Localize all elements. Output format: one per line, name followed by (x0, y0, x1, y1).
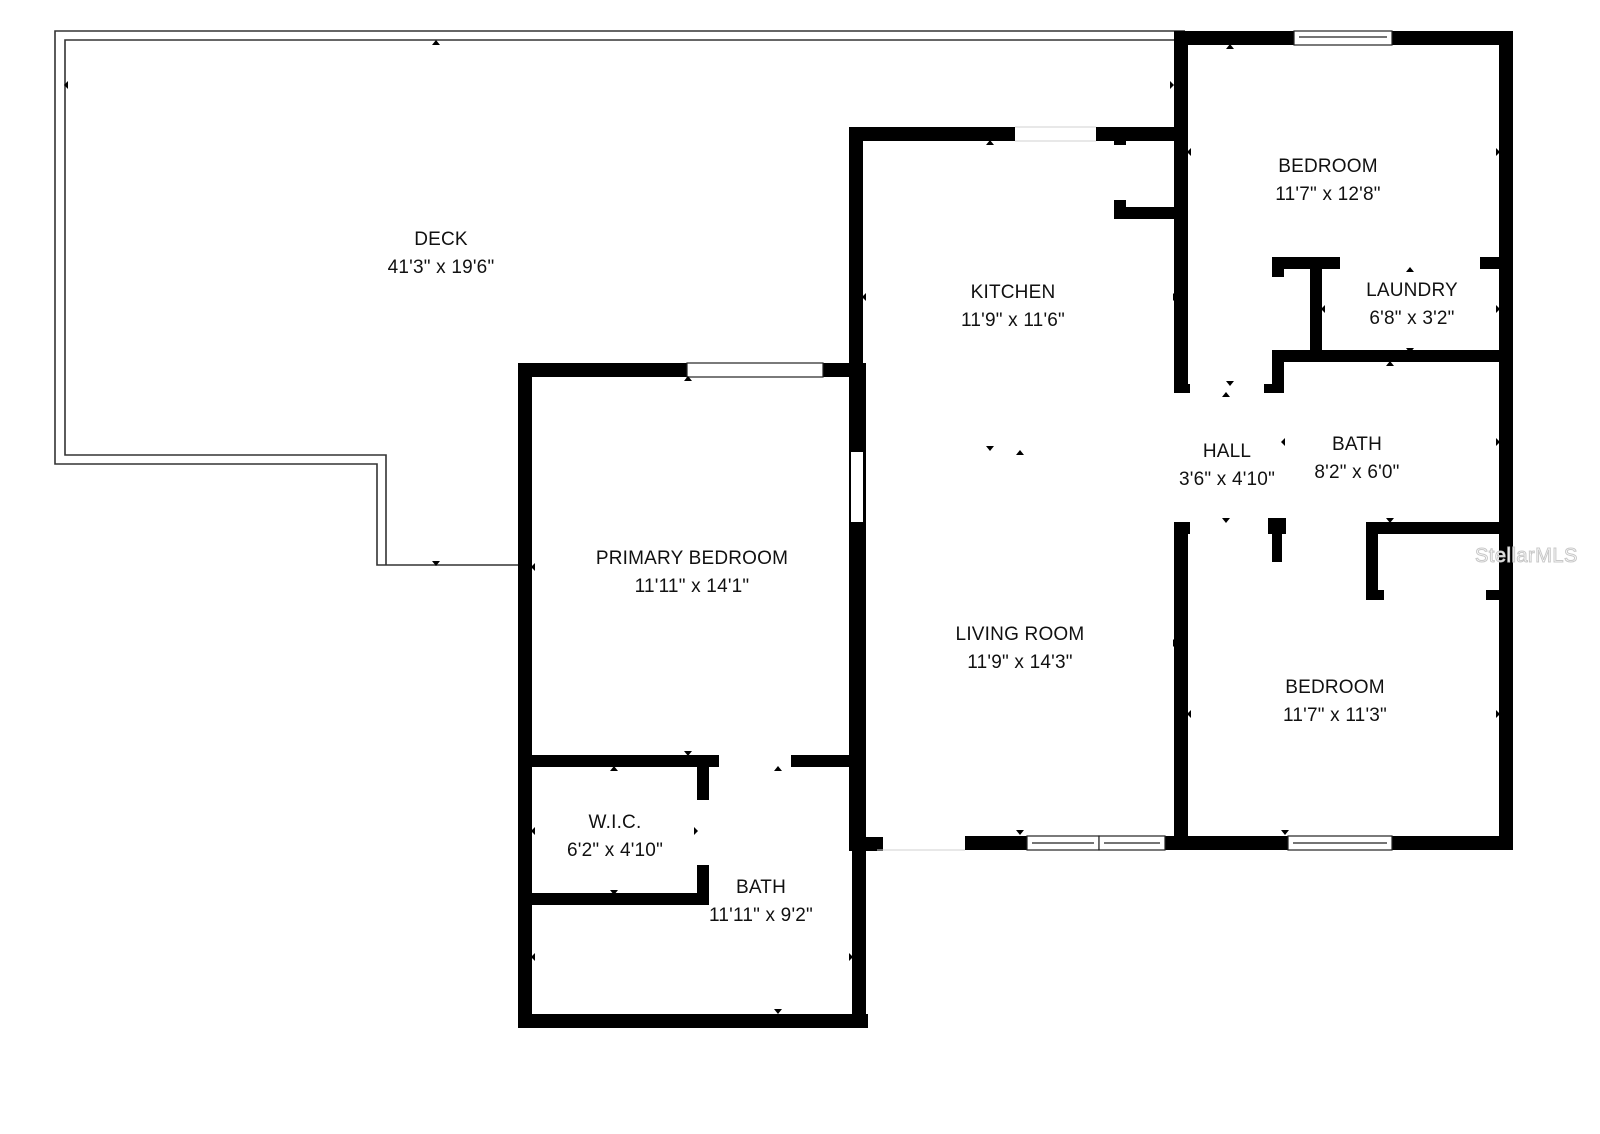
room-kitchen: KITCHEN 11'9" x 11'6" (961, 279, 1065, 335)
room-name: BEDROOM (1278, 156, 1378, 177)
room-bath-2: BATH 11'11" x 9'2" (709, 874, 813, 930)
room-name: W.I.C. (588, 812, 642, 833)
room-name: DECK (414, 229, 468, 250)
room-wic: W.I.C. 6'2" x 4'10" (567, 809, 663, 865)
room-name: HALL (1202, 441, 1252, 462)
room-bedroom-1: BEDROOM 11'7" x 12'8" (1275, 153, 1380, 209)
room-dimensions: 41'3" x 19'6" (387, 257, 495, 278)
room-name: KITCHEN (970, 282, 1056, 303)
measurement-markers (64, 40, 1500, 1014)
room-name: PRIMARY BEDROOM (595, 548, 789, 569)
room-dimensions: 6'8" x 3'2" (1369, 308, 1455, 329)
room-dimensions: 6'2" x 4'10" (566, 840, 664, 861)
watermark: StellarMLS (1475, 545, 1578, 568)
room-primary-bedroom: PRIMARY BEDROOM 11'11" x 14'1" (596, 545, 788, 601)
room-deck: DECK 41'3" x 19'6" (388, 226, 495, 282)
room-name: BATH (735, 877, 787, 898)
room-dimensions: 11'7" x 11'3" (1283, 705, 1387, 726)
room-bedroom-2: BEDROOM 11'7" x 11'3" (1283, 674, 1387, 730)
room-name: LIVING ROOM (955, 624, 1085, 645)
room-name: BATH (1331, 434, 1383, 455)
room-name: LAUNDRY (1366, 280, 1458, 301)
room-dimensions: 3'6" x 4'10" (1178, 469, 1276, 490)
room-dimensions: 11'7" x 12'8" (1275, 184, 1381, 205)
room-laundry: LAUNDRY 6'8" x 3'2" (1366, 277, 1458, 333)
windows (686, 30, 1393, 851)
room-dimensions: 8'2" x 6'0" (1314, 462, 1400, 483)
room-dimensions: 11'9" x 11'6" (961, 310, 1065, 331)
room-dimensions: 11'11" x 9'2" (709, 905, 813, 926)
room-dimensions: 11'11" x 14'1" (634, 576, 750, 597)
room-name: BEDROOM (1285, 677, 1385, 698)
room-bath-1: BATH 8'2" x 6'0" (1314, 431, 1399, 487)
room-hall: HALL 3'6" x 4'10" (1179, 438, 1275, 494)
deck-outline (54, 30, 1185, 566)
door-openings (696, 126, 1486, 865)
room-dimensions: 11'9" x 14'3" (967, 652, 1073, 673)
room-living-room: LIVING ROOM 11'9" x 14'3" (956, 621, 1085, 677)
